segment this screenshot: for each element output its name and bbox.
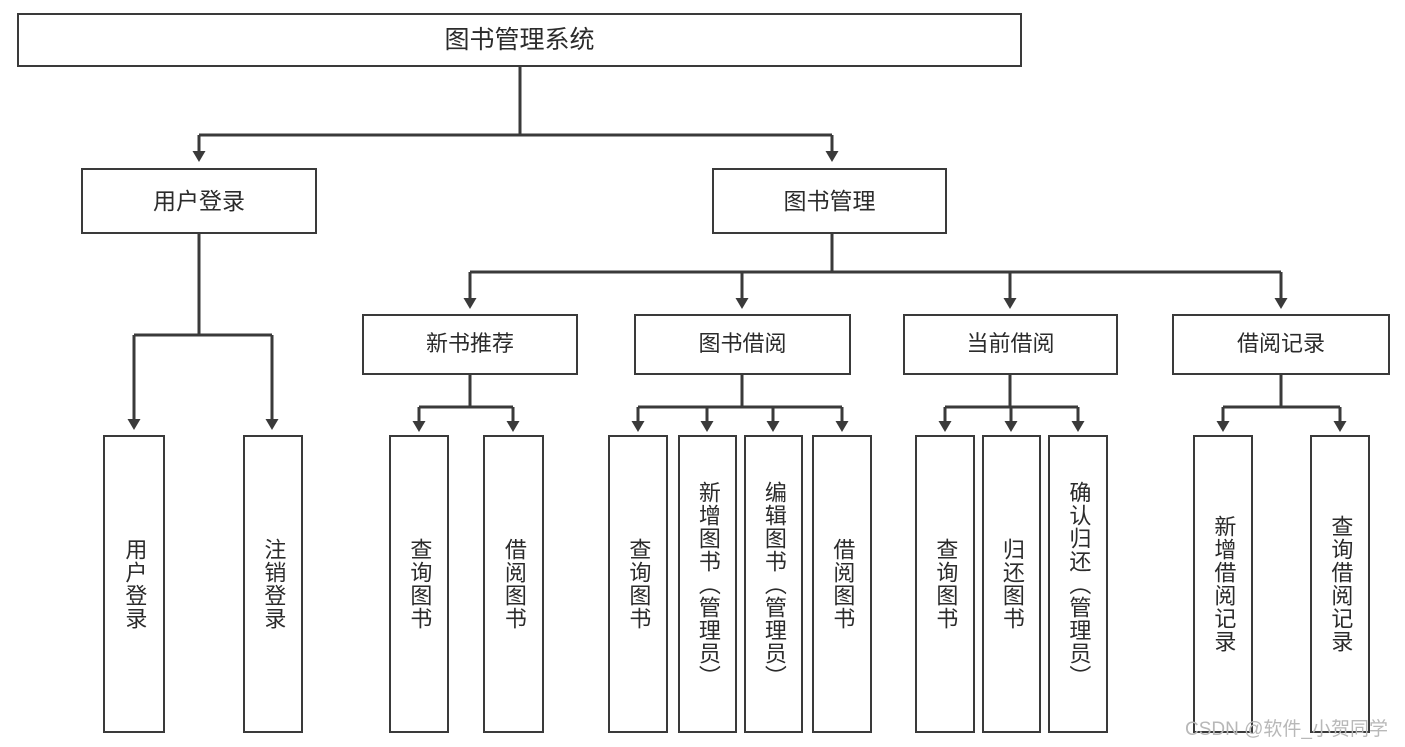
node-borrow-record[interactable]: 借阅记录 <box>1172 314 1390 375</box>
node-new-book-recommend[interactable]: 新书推荐 <box>362 314 578 375</box>
leaf-current-borrow-return-book[interactable]: 归还图书 <box>982 435 1041 733</box>
leaf-current-borrow-query-book[interactable]: 查询图书 <box>915 435 975 733</box>
leaf-current-borrow-confirm-return-admin[interactable]: 确认归还（管理员） <box>1048 435 1108 733</box>
leaf-user-login-login[interactable]: 用户登录 <box>103 435 165 733</box>
node-current-borrow[interactable]: 当前借阅 <box>903 314 1118 375</box>
leaf-book-borrow-add-book-admin[interactable]: 新增图书（管理员） <box>678 435 737 733</box>
leaf-borrow-record-add-record[interactable]: 新增借阅记录 <box>1193 435 1253 733</box>
leaf-new-book-borrow-book[interactable]: 借阅图书 <box>483 435 544 733</box>
leaf-book-borrow-edit-book-admin[interactable]: 编辑图书（管理员） <box>744 435 803 733</box>
leaf-book-borrow-borrow-book[interactable]: 借阅图书 <box>812 435 872 733</box>
leaf-user-login-logout[interactable]: 注销登录 <box>243 435 303 733</box>
leaf-book-borrow-query-book[interactable]: 查询图书 <box>608 435 668 733</box>
node-book-management[interactable]: 图书管理 <box>712 168 947 234</box>
node-book-borrow[interactable]: 图书借阅 <box>634 314 851 375</box>
node-root-book-management-system[interactable]: 图书管理系统 <box>17 13 1022 67</box>
node-user-login[interactable]: 用户登录 <box>81 168 317 234</box>
leaf-borrow-record-query-record[interactable]: 查询借阅记录 <box>1310 435 1370 733</box>
leaf-new-book-query-book[interactable]: 查询图书 <box>389 435 449 733</box>
csdn-watermark: CSDN @软件_小贺同学 <box>1185 719 1388 740</box>
